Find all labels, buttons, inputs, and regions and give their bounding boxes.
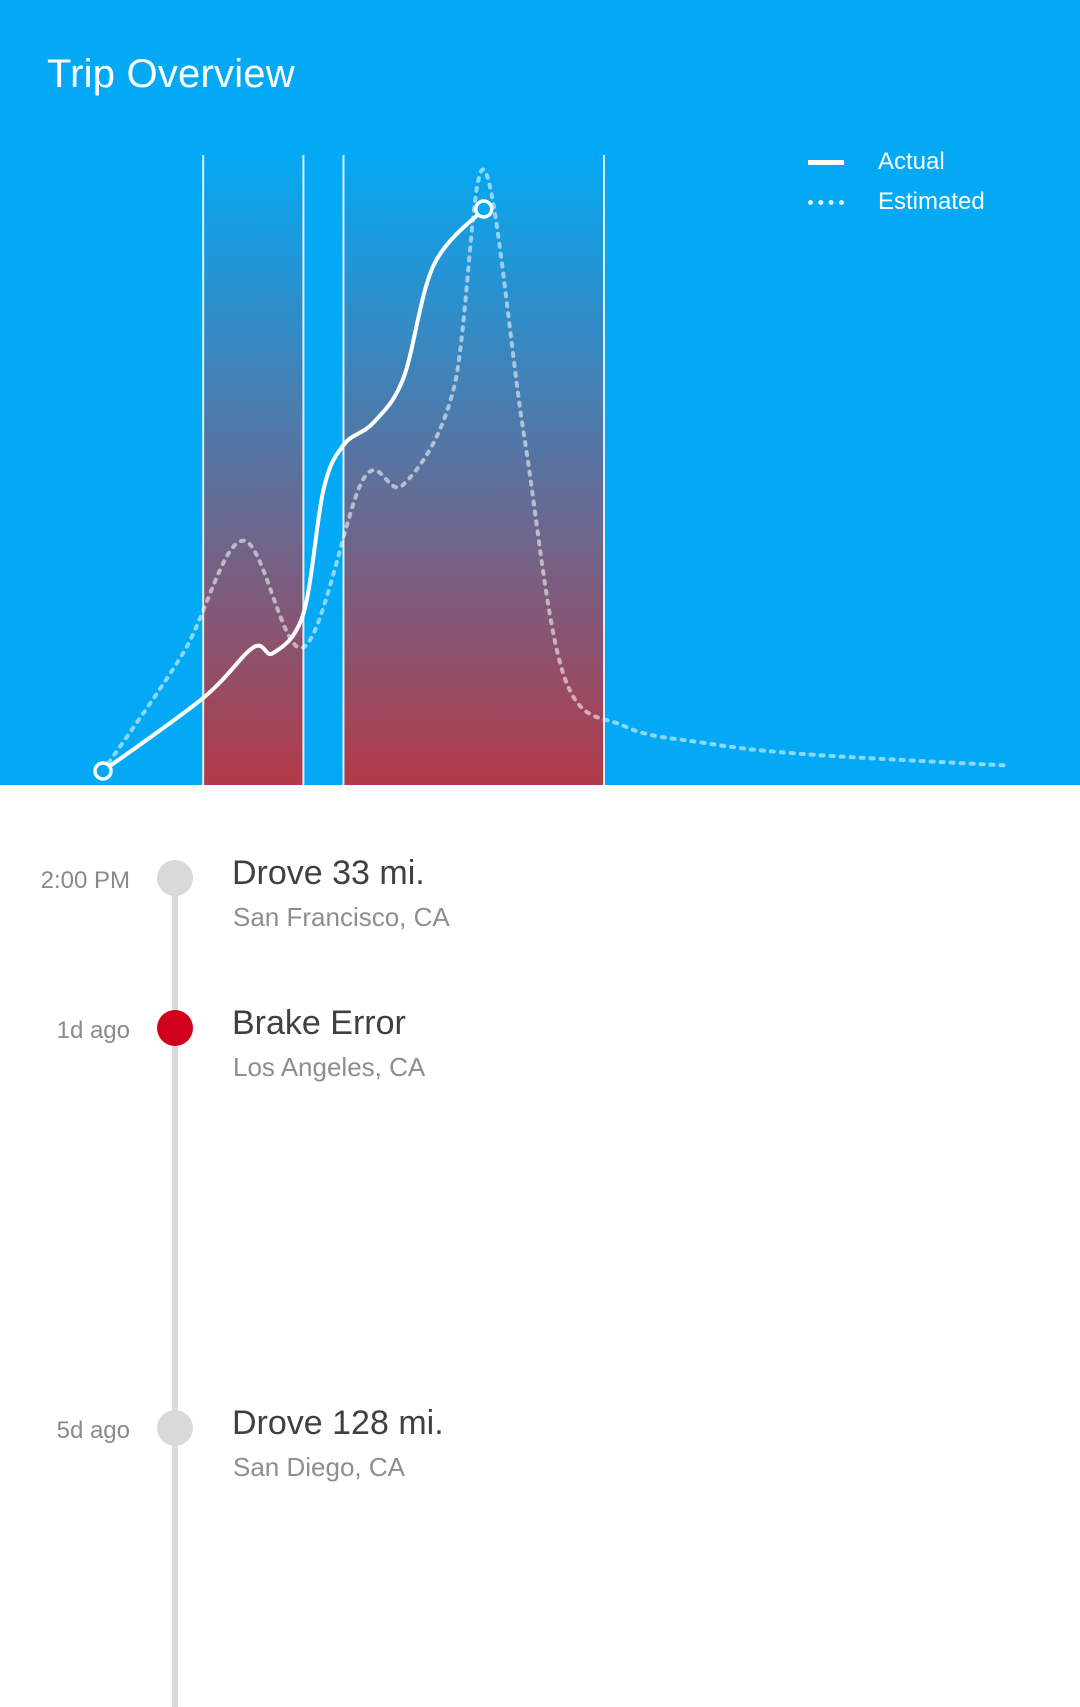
trip-overview-header: Trip Overview Actual Estimated xyxy=(0,0,1080,785)
page-title: Trip Overview xyxy=(47,52,295,96)
timeline-time: 5d ago xyxy=(56,1417,130,1444)
timeline-time: 2:00 PM xyxy=(40,867,130,894)
timeline-location: San Francisco, CA xyxy=(233,902,450,932)
start-point-marker xyxy=(93,761,113,781)
alert-dot xyxy=(157,1010,193,1046)
alert-band xyxy=(343,155,604,785)
chart-legend: Actual Estimated xyxy=(808,142,985,222)
end-point-marker xyxy=(474,199,494,219)
timeline-title: Brake Error xyxy=(232,1004,406,1042)
trip-chart xyxy=(93,155,1007,785)
legend-estimated: Estimated xyxy=(808,182,985,222)
timeline-location: San Diego, CA xyxy=(233,1452,405,1482)
actual-series-line xyxy=(101,207,486,773)
timeline-title: Drove 128 mi. xyxy=(232,1404,444,1442)
timeline-time: 1d ago xyxy=(56,1017,130,1044)
legend-actual-label: Actual xyxy=(878,148,945,175)
legend-actual: Actual xyxy=(808,142,985,182)
timeline-dot xyxy=(157,1410,193,1446)
trip-timeline: 2:00 PM Drove 33 mi. San Francisco, CA 1… xyxy=(0,785,1080,1707)
alert-band xyxy=(203,155,304,785)
solid-line-icon xyxy=(808,159,844,165)
timeline-line xyxy=(172,867,178,1707)
timeline-title: Drove 33 mi. xyxy=(232,854,425,892)
timeline-location: Los Angeles, CA xyxy=(233,1052,426,1082)
timeline-dot xyxy=(157,860,193,896)
dotted-line-icon xyxy=(808,199,844,205)
legend-estimated-label: Estimated xyxy=(878,188,985,215)
